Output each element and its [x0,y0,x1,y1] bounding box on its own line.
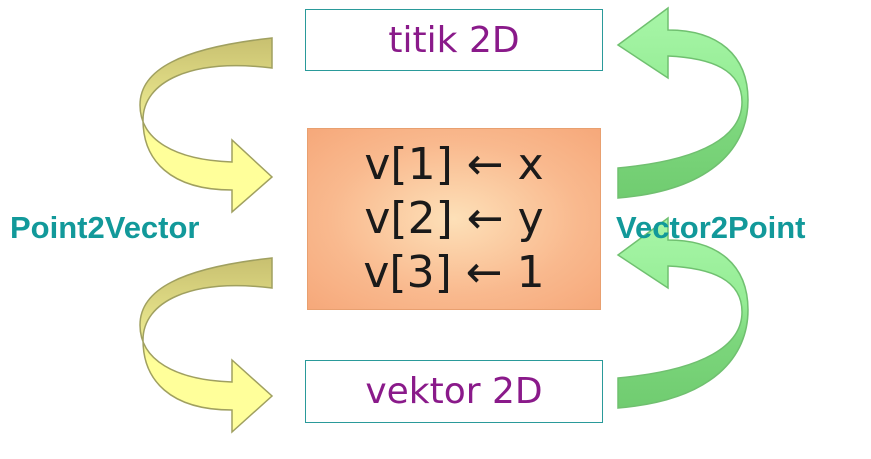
point2vector-label: Point2Vector [10,210,200,245]
vector2point-label: Vector2Point [616,210,806,245]
vector-2d-label: vektor 2D [365,371,543,412]
assignment-line-1: v[1] ← x [364,139,544,190]
point-2d-box: titik 2D [305,9,603,71]
right-upper-curved-arrow [616,6,749,199]
right-lower-curved-arrow [616,216,749,409]
left-lower-curved-arrow [139,257,274,434]
point-2d-label: titik 2D [388,19,520,61]
vector-2d-box: vektor 2D [305,360,603,423]
assignment-line-2: v[2] ← y [364,193,544,244]
left-upper-curved-arrow [139,37,274,214]
assignment-box: v[1] ← x v[2] ← y v[3] ← 1 [307,128,601,310]
assignment-line-3: v[3] ← 1 [363,247,545,298]
